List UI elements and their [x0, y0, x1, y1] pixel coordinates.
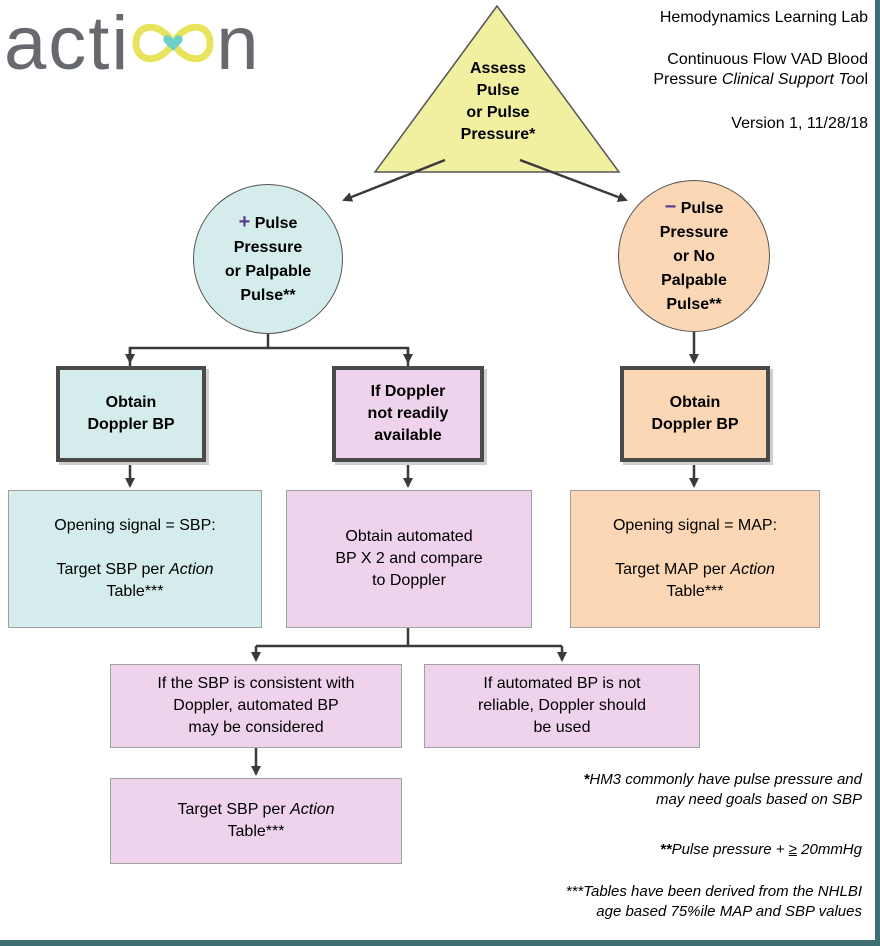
arrow-to-minus-circle	[519, 158, 628, 202]
opening-signal-map-box: Opening signal = MAP: Target MAP per Act…	[570, 490, 820, 628]
footnote-hm3: *HM3 commonly have pulse pressure and ma…	[583, 771, 862, 808]
assess-pulse-node: Assess Pulse or Pulse Pressure*	[460, 60, 536, 143]
header-lab-name: Hemodynamics Learning Lab	[659, 9, 868, 26]
opening-signal-sbp-box: Opening signal = SBP: Target SBP per Act…	[8, 490, 262, 628]
split-line-auto	[256, 628, 562, 648]
header-version: Version 1, 11/28/18	[731, 115, 868, 132]
split-line-plus	[128, 330, 410, 366]
automated-bp-unreliable-box: If automated BP is not reliable, Doppler…	[424, 664, 700, 748]
plus-sign-icon: +	[238, 211, 251, 233]
obtain-automated-bp-box: Obtain automated BP X 2 and compare to D…	[286, 490, 532, 628]
plus-pulse-circle: + Pulse Pressure or Palpable Pulse**	[193, 184, 343, 334]
frame-right-border	[875, 0, 880, 946]
sbp-consistent-box: If the SBP is consistent with Doppler, a…	[110, 664, 402, 748]
header-tool-title: Continuous Flow VAD Blood Pressure Clini…	[653, 51, 868, 88]
minus-pulse-circle: − Pulse Pressure or No Palpable Pulse**	[618, 180, 770, 332]
frame-bottom-border	[0, 940, 880, 946]
footnote-tables: ***Tables have been derived from the NHL…	[565, 883, 862, 920]
footnote-pulse-pressure: **Pulse pressure + ≥ 20mmHg	[659, 841, 862, 858]
action-logo: acti n	[4, 1, 261, 86]
arrow-to-plus-circle	[342, 158, 446, 202]
target-sbp-box: Target SBP per Action Table***	[110, 778, 402, 864]
minus-sign-icon: −	[664, 196, 677, 218]
logo-heart-mark	[130, 10, 216, 74]
assess-triangle	[373, 4, 621, 173]
